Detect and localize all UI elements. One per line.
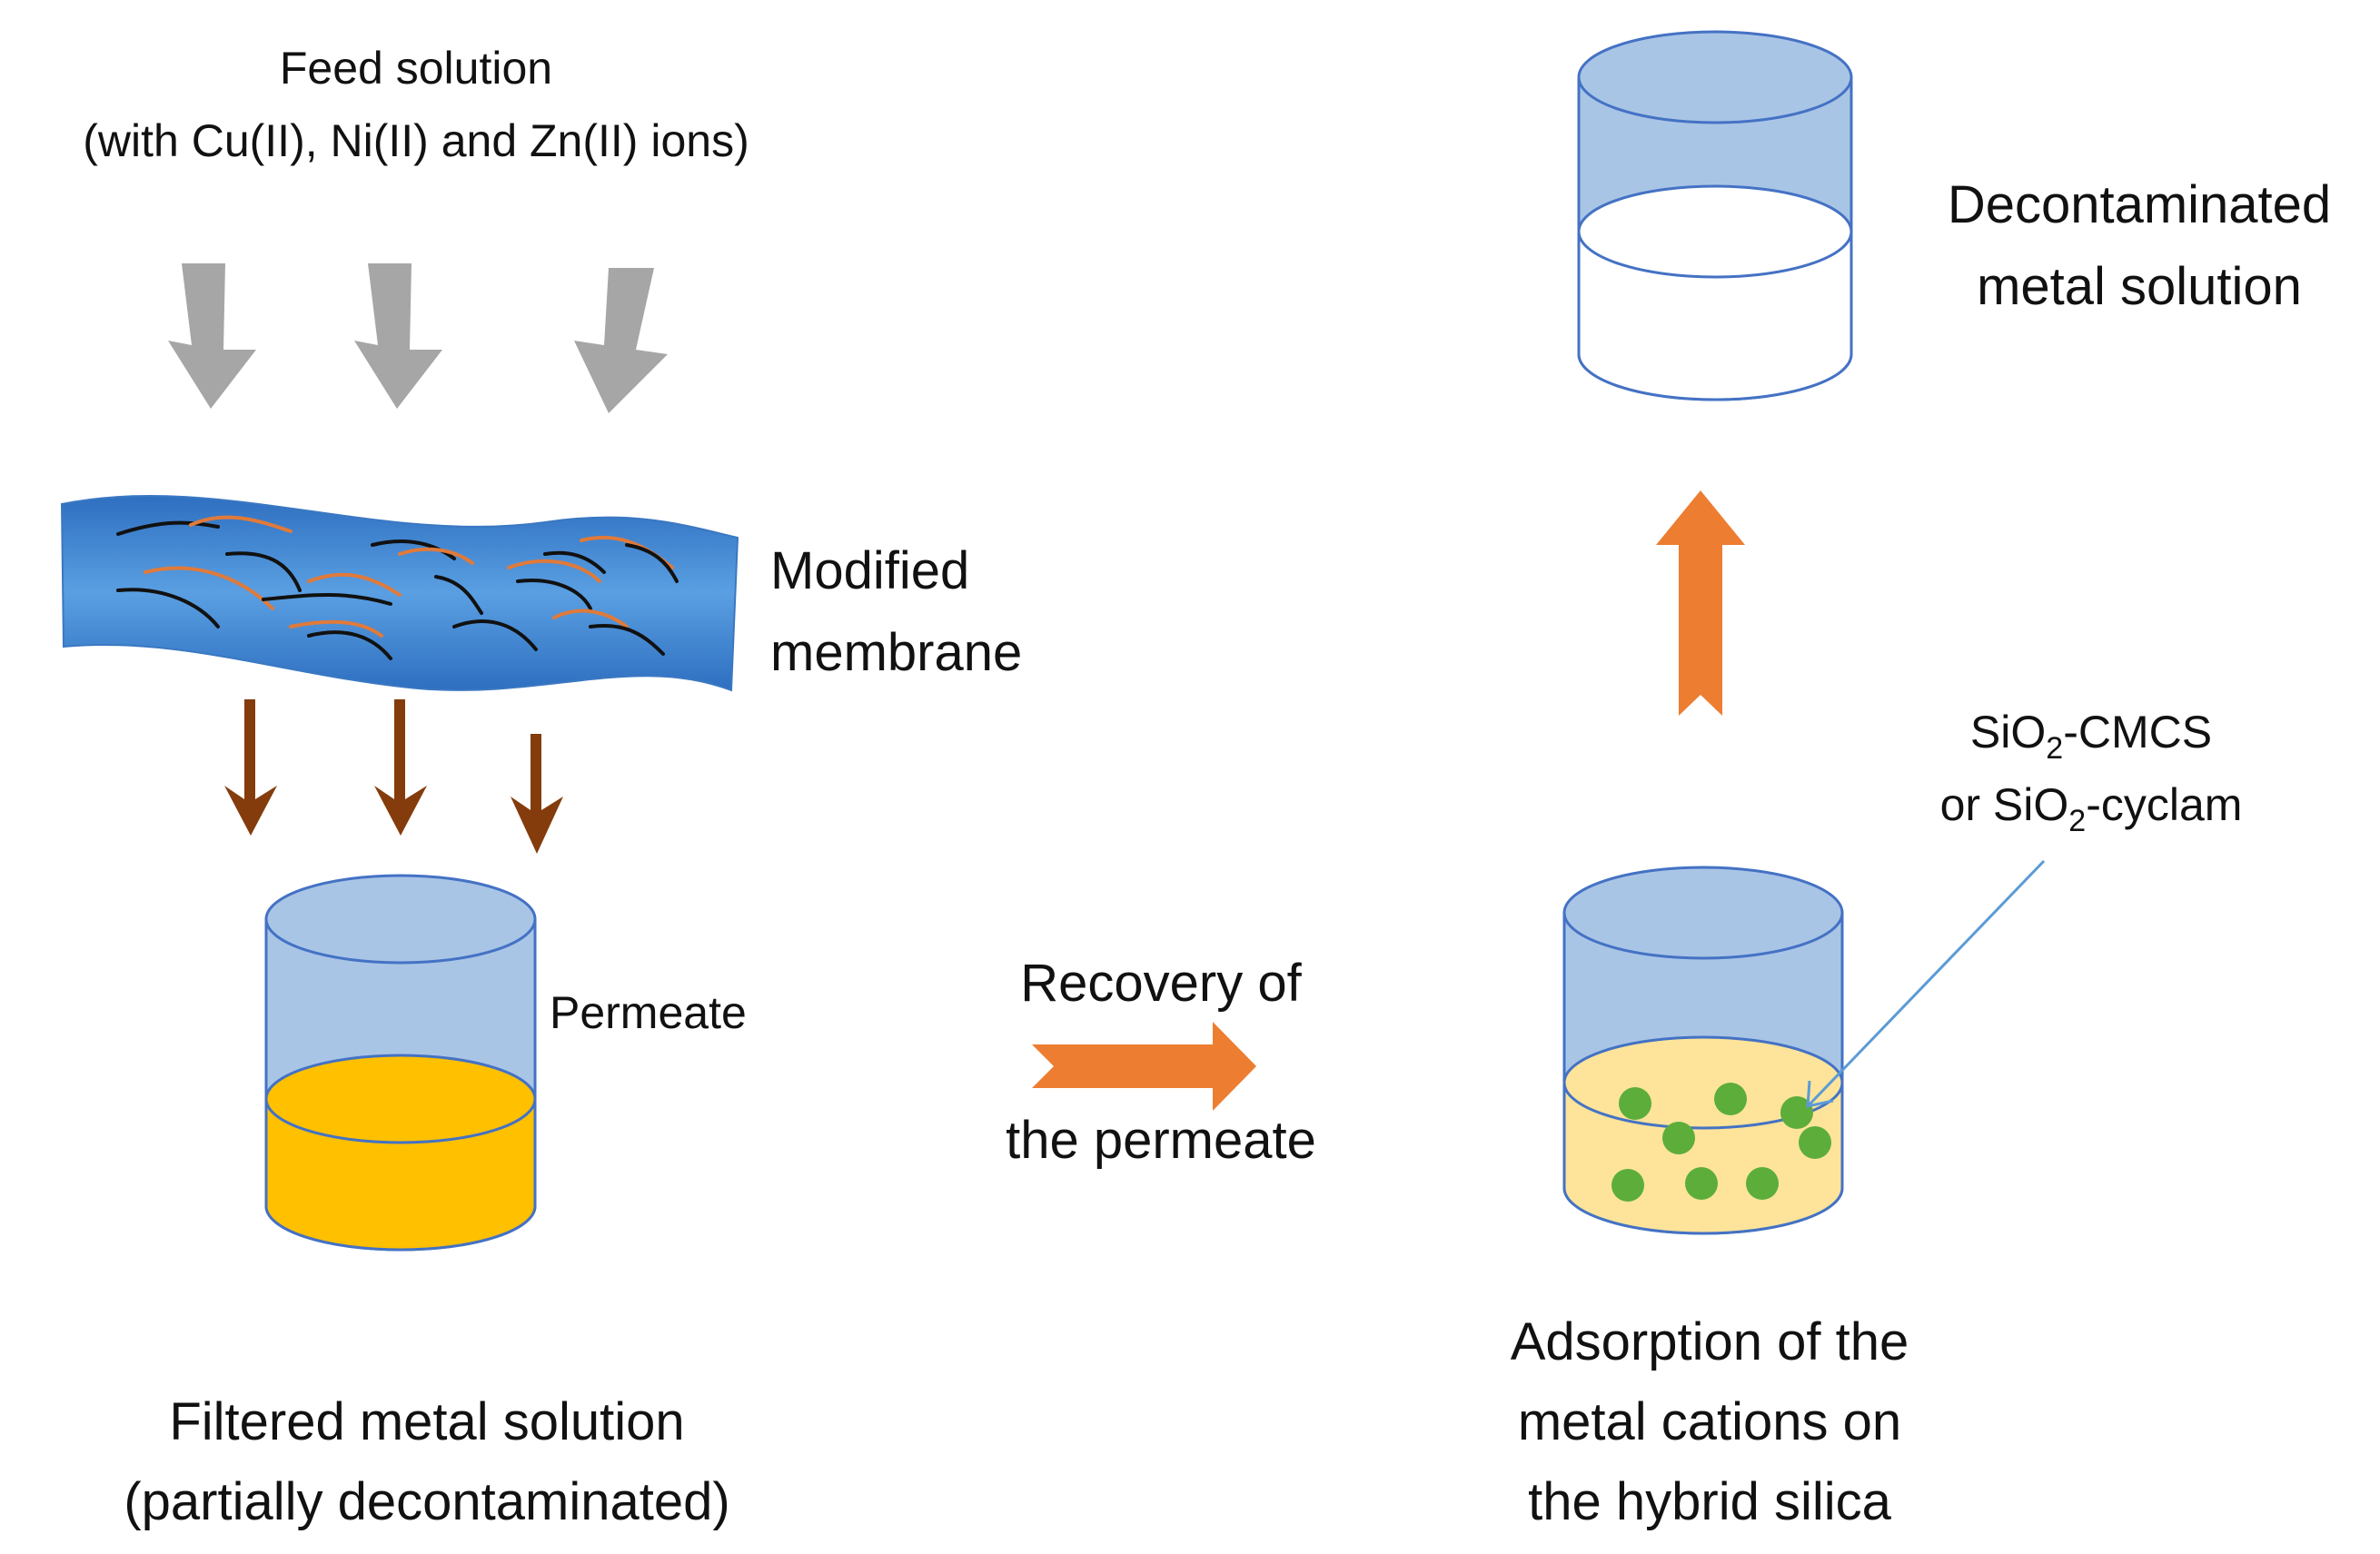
permeate-arrow-icon	[374, 699, 427, 836]
feed-arrow-icon	[574, 268, 668, 413]
adsorption-beaker	[1562, 866, 1844, 1235]
adsorption-label-line1: Adsorption of the	[1511, 1312, 1909, 1371]
adsorbent-label-line2: or SiO2-cyclam	[1940, 779, 2243, 838]
adsorbent-label-line1: SiO2-CMCS	[1970, 707, 2212, 766]
recovery-arrow-icon	[1032, 1022, 1256, 1111]
filtered-solution-note: (partially decontaminated)	[124, 1472, 729, 1531]
modified-membrane	[60, 495, 739, 692]
silica-particle	[1746, 1167, 1779, 1200]
feed-arrows	[168, 263, 668, 413]
silica-particle	[1714, 1083, 1747, 1115]
decontaminated-label-line2: metal solution	[1977, 257, 2302, 316]
filtered-solution-label: Filtered metal solution	[169, 1392, 684, 1451]
silica-particle	[1619, 1087, 1651, 1120]
permeate-beaker	[264, 874, 537, 1252]
silica-particle	[1662, 1122, 1695, 1154]
decontaminated-beaker	[1577, 30, 1853, 401]
permeate-label: Permeate	[550, 987, 747, 1038]
permeate-arrow-icon	[224, 699, 277, 836]
feed-arrow-icon	[354, 263, 442, 409]
silica-particle	[1799, 1126, 1831, 1159]
decontaminated-label-line1: Decontaminated	[1948, 175, 2331, 234]
membrane-fibers	[116, 515, 679, 660]
silica-particle	[1611, 1169, 1644, 1202]
decontamination-arrow-icon	[1656, 490, 1745, 716]
permeate-arrows	[224, 699, 563, 854]
adsorbent-pointer	[1806, 859, 2046, 1108]
membrane-label-line1: Modified	[770, 541, 969, 600]
permeate-arrow-icon	[511, 734, 563, 854]
silica-particle	[1780, 1096, 1813, 1129]
feed-solution-ions-label: (with Cu(II), Ni(II) and Zn(II) ions)	[83, 115, 749, 166]
recovery-label-line1: Recovery of	[1020, 954, 1302, 1013]
feed-arrow-icon	[168, 263, 256, 409]
feed-solution-label: Feed solution	[280, 43, 552, 94]
recovery-label-line2: the permeate	[1006, 1111, 1316, 1170]
adsorption-label-line2: metal cations on	[1518, 1392, 1901, 1451]
silica-particle	[1685, 1167, 1718, 1200]
adsorption-label-line3: the hybrid silica	[1528, 1472, 1891, 1531]
decontaminated-liquid	[1577, 230, 1853, 401]
membrane-label-line2: membrane	[770, 623, 1022, 682]
silica-particles	[1611, 1083, 1831, 1202]
